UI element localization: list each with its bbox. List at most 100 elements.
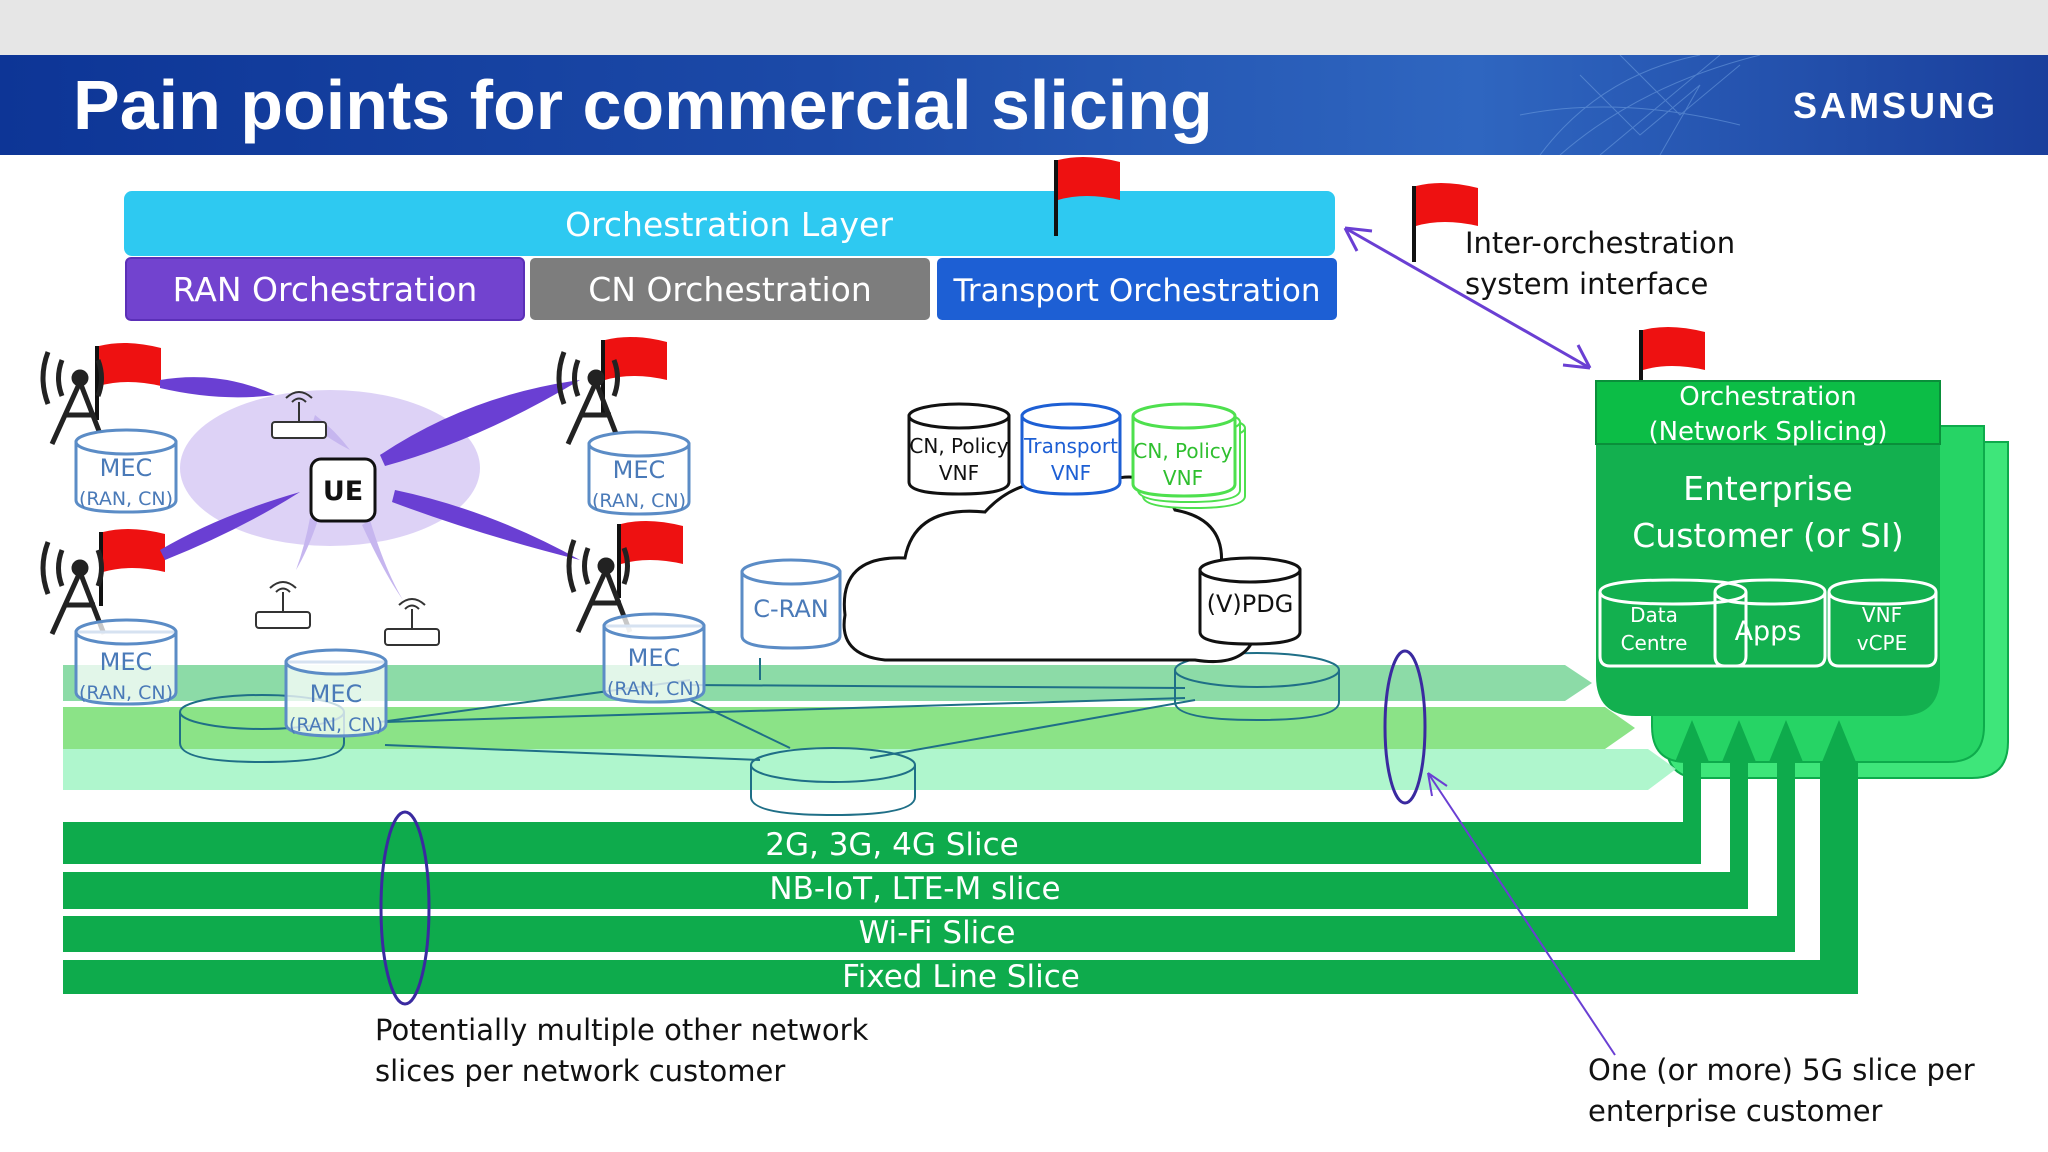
mec-cylinder	[74, 618, 178, 706]
flag-icon	[99, 528, 165, 606]
mec-label: (RAN, CN)	[607, 678, 701, 700]
cn-policy-vnf-label: VNF	[1163, 466, 1203, 490]
slice-band-2g-3g-4g	[63, 762, 1701, 864]
transport-vnf-cylinder	[1020, 402, 1122, 496]
cn-policy-vnf-cylinder	[907, 402, 1011, 496]
radio-beam	[362, 520, 403, 600]
enterprise-orchestration-label: (Network Splicing)	[1648, 417, 1887, 447]
enterprise-orchestration-header	[1595, 380, 1941, 445]
data-centre-label: Centre	[1621, 631, 1688, 655]
wifi-router-icon	[271, 391, 327, 439]
cell-tower-icon	[40, 541, 107, 636]
slice-label: Wi-Fi Slice	[859, 915, 1016, 951]
ue-device	[309, 457, 377, 523]
transport-node-cylinder	[1174, 652, 1340, 722]
ran-orchestration-box	[125, 257, 525, 321]
mec-label: (RAN, CN)	[79, 682, 173, 704]
slice-band-nb-iot	[63, 762, 1748, 909]
slice-label: 2G, 3G, 4G Slice	[765, 827, 1019, 863]
apps-label: Apps	[1735, 616, 1802, 647]
enterprise-orchestration-label: Orchestration	[1679, 382, 1857, 412]
inter-orchestration-arrow	[1343, 226, 1592, 370]
vnf-vcpe-label: vCPE	[1857, 631, 1908, 655]
apps-cylinder	[1713, 578, 1827, 668]
arrowhead-icon	[1822, 720, 1856, 762]
5g-slice-ellipse	[1383, 649, 1427, 805]
flag-icon	[1412, 182, 1478, 262]
radio-beam	[160, 492, 300, 560]
cn-orchestration-box	[530, 258, 930, 320]
c-ran-cylinder	[740, 558, 842, 650]
ue-label: UE	[323, 476, 363, 507]
cn-policy-vnf-stack	[1131, 402, 1246, 510]
radio-beam	[392, 490, 580, 560]
mec-label: MEC	[100, 648, 153, 676]
arrowhead-icon	[1722, 720, 1756, 762]
page-title: Pain points for commercial slicing	[73, 66, 1213, 144]
radio-beam	[296, 518, 318, 570]
mec-label: MEC	[613, 456, 666, 484]
flag-icon	[601, 336, 667, 414]
mec-label: (RAN, CN)	[289, 714, 383, 736]
inter-orchestration-label: Inter-orchestration	[1465, 226, 1735, 260]
mec-cylinder	[74, 428, 178, 514]
banner-globe-graphic	[1519, 55, 1761, 155]
mec-label: (RAN, CN)	[79, 488, 173, 510]
slice-label: NB-IoT, LTE-M slice	[769, 871, 1060, 907]
5g-slice-note: One (or more) 5G slice per	[1588, 1053, 1975, 1087]
flag-icon	[1054, 156, 1120, 236]
enterprise-customer-label: Enterprise	[1683, 469, 1853, 508]
samsung-logo: SAMSUNG	[1792, 85, 1998, 126]
cn-orchestration-label: CN Orchestration	[588, 270, 872, 309]
slice-band-fixed-line	[63, 762, 1858, 994]
c-ran-label: C-RAN	[753, 595, 829, 623]
5g-slice-arrow	[63, 749, 1676, 790]
mec-label: MEC	[100, 454, 153, 482]
top-strip	[0, 0, 2048, 55]
multi-slice-note: slices per network customer	[375, 1054, 785, 1088]
mec-cylinder	[587, 430, 691, 516]
5g-slice-arrow	[63, 707, 1635, 749]
mec-label: MEC	[310, 680, 363, 708]
mec-label: (RAN, CN)	[592, 490, 686, 512]
vnf-vcpe-cylinder	[1827, 578, 1938, 668]
cell-tower-icon	[40, 351, 107, 446]
slice-label: Fixed Line Slice	[842, 959, 1080, 995]
wifi-router-icon	[255, 581, 311, 629]
enterprise-panel-front	[1596, 381, 1940, 716]
enterprise-customer-label: Customer (or SI)	[1632, 516, 1903, 555]
transport-vnf-label: Transport	[1023, 434, 1118, 458]
flag-icon	[617, 520, 683, 598]
transport-node-cylinder	[750, 747, 916, 817]
transport-vnf-label: VNF	[1051, 461, 1091, 485]
arrowhead-icon	[1769, 720, 1803, 762]
mec-label: MEC	[628, 644, 681, 672]
orchestration-layer-bar	[124, 191, 1335, 256]
transport-orchestration-label: Transport Orchestration	[953, 273, 1321, 309]
transport-orchestration-box	[937, 258, 1337, 320]
radio-beam	[160, 377, 275, 398]
orchestration-layer-label: Orchestration Layer	[565, 205, 893, 244]
flag-icon	[95, 342, 161, 420]
cn-policy-vnf-label: CN, Policy	[909, 434, 1008, 458]
mec-cylinder	[284, 648, 388, 738]
arrowhead-icon	[1675, 720, 1709, 762]
vpdg-label: (V)PDG	[1207, 590, 1294, 618]
ran-orchestration-label: RAN Orchestration	[173, 270, 478, 309]
data-centre-cylinder	[1598, 578, 1748, 668]
title-banner: Pain points for commercial slicing SAMSU…	[0, 55, 2048, 155]
slice-band-wifi	[63, 762, 1795, 952]
mec-cylinder	[602, 612, 706, 704]
transport-link-lines	[379, 658, 1196, 761]
5g-slice-arrow	[63, 665, 1592, 701]
multi-slice-ellipse	[379, 810, 431, 1006]
callout-arrow	[1427, 772, 1616, 1056]
vnf-vcpe-label: VNF	[1862, 603, 1902, 627]
5g-slice-note: enterprise customer	[1588, 1094, 1883, 1128]
cell-tower-icon	[566, 539, 633, 634]
multi-slice-note: Potentially multiple other network	[375, 1013, 869, 1047]
wifi-router-icon	[384, 598, 440, 646]
vpdg-cylinder	[1198, 556, 1302, 646]
cn-policy-vnf-label: CN, Policy	[1133, 439, 1232, 463]
